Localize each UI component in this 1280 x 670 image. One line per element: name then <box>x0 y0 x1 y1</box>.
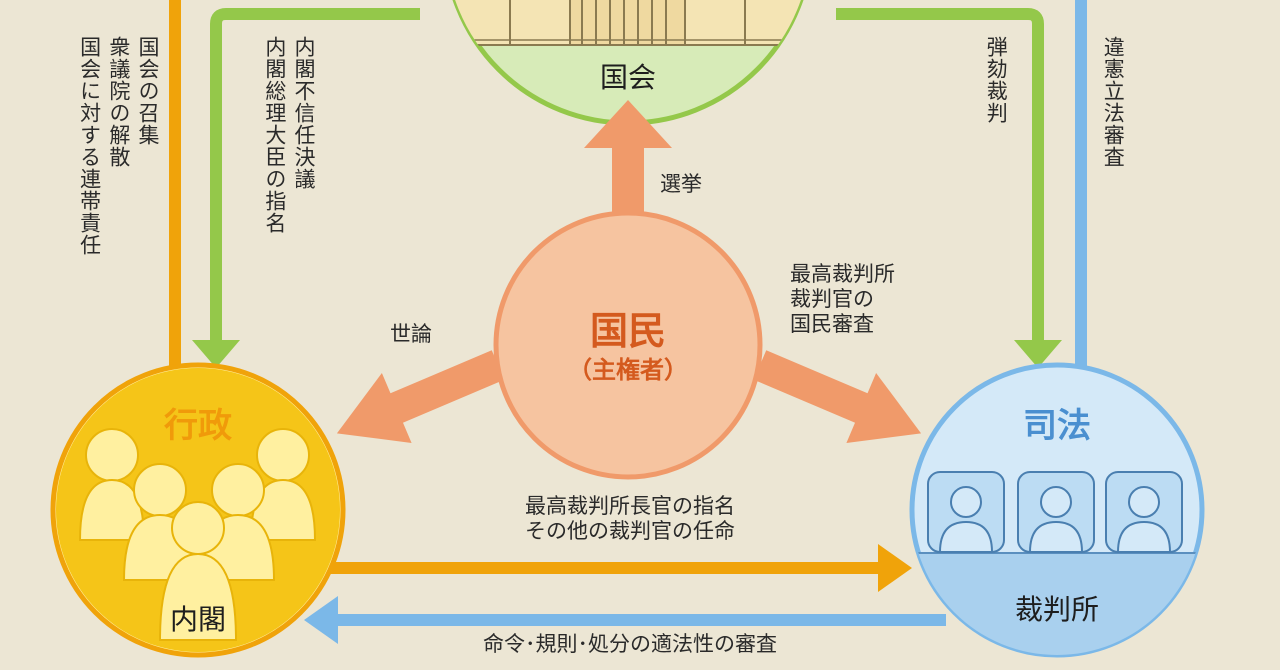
executive-node <box>50 362 346 658</box>
people-to-executive-arrow <box>336 350 505 443</box>
national-review-line-1: 最高裁判所 <box>790 262 895 286</box>
people-group-icon <box>78 428 317 641</box>
appointment-label: 最高裁判所長官の指名 その他の裁判官の任命 <box>430 494 830 544</box>
people-to-diet-arrow <box>584 100 672 215</box>
people-node <box>493 210 763 480</box>
national-review-line-2: 裁判官の <box>790 287 874 312</box>
executive-to-judiciary-arrow <box>320 544 912 592</box>
judiciary-sublabel: 裁判所 <box>1014 593 1099 626</box>
executive-title: 行政 <box>164 406 232 446</box>
diet-to-executive-arrow <box>210 8 420 340</box>
people-title: 国民 <box>589 309 666 353</box>
judiciary-to-executive-arrow <box>304 596 946 644</box>
people-to-judiciary-arrow <box>753 350 922 443</box>
judicial-review-label: 違憲立法審査 <box>1101 36 1126 168</box>
diet-exec-line-2: 内閣総理大臣の指名 <box>262 36 287 234</box>
legality-review-label: 命令･規則･処分の適法性の審査 <box>483 632 777 656</box>
diet-label: 国会 <box>599 61 656 94</box>
diet-to-executive-label: 内閣不信任決議 内閣総理大臣の指名 <box>246 36 316 266</box>
appointment-line-1: 最高裁判所長官の指名 <box>525 494 735 518</box>
exec-diet-line-1: 国会の召集 <box>136 36 160 146</box>
exec-diet-line-2: 衆議院の解散 <box>106 36 131 168</box>
diet-building-icon <box>445 0 811 46</box>
executive-to-diet-label: 国会の召集 衆議院の解散 国会に対する連帯責任 <box>60 36 160 296</box>
national-review-label: 最高裁判所 裁判官の 国民審査 <box>790 262 895 338</box>
diet-to-judiciary-arrowhead <box>1014 340 1062 368</box>
impeachment-court-label: 弾劾裁判 <box>984 36 1009 124</box>
public-opinion-label: 世論 <box>390 322 432 346</box>
judiciary-node <box>909 362 1205 658</box>
judges-icon <box>927 471 1183 553</box>
people-subtitle: （主権者） <box>568 356 688 384</box>
national-review-line-3: 国民審査 <box>790 312 874 337</box>
election-label: 選挙 <box>660 172 702 196</box>
diet-to-executive-arrowhead <box>192 340 240 368</box>
diet-node <box>445 0 811 126</box>
judiciary-title: 司法 <box>1023 406 1091 446</box>
diet-exec-line-1: 内閣不信任決議 <box>292 36 316 190</box>
exec-diet-line-3: 国会に対する連帯責任 <box>77 36 102 256</box>
executive-sublabel: 内閣 <box>169 603 226 636</box>
appointment-line-2: その他の裁判官の任命 <box>525 519 735 544</box>
diet-to-judiciary-arrow <box>836 8 1044 340</box>
